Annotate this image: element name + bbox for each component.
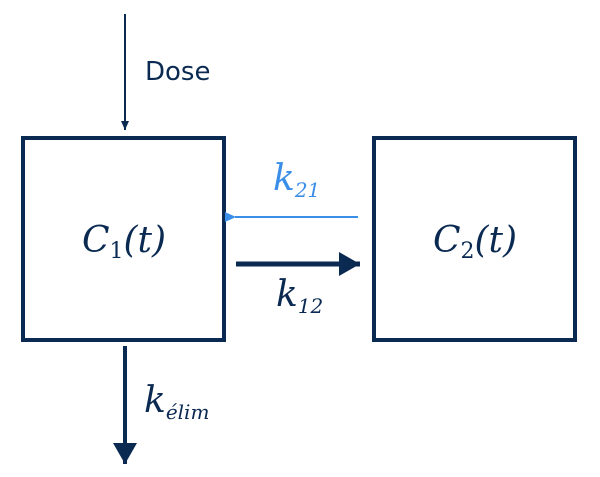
k21-symbol: k: [273, 158, 295, 199]
compartment-2-symbol: C: [433, 220, 461, 261]
k12-symbol: k: [276, 274, 298, 315]
compartment-2-box: [372, 136, 577, 342]
k21-subscript: 21: [294, 178, 320, 202]
compartment-1-box: [21, 136, 226, 342]
compartment-2-argument: (t): [474, 220, 517, 261]
dose-label: Dose: [145, 57, 210, 87]
compartment-1-subscript: 1: [109, 239, 123, 264]
k-elim-label: kélim: [144, 380, 209, 424]
compartment-1-symbol: C: [82, 220, 110, 261]
k21-label: k21: [273, 158, 320, 202]
compartment-1-label: C1(t): [82, 220, 166, 264]
k12-subscript: 12: [298, 294, 323, 318]
compartment-2-label: C2(t): [433, 220, 517, 264]
k-elim-symbol: k: [144, 380, 166, 421]
compartment-1-argument: (t): [123, 220, 166, 261]
k12-label: k12: [276, 274, 323, 318]
compartment-2-subscript: 2: [460, 239, 474, 264]
k-elim-subscript: élim: [166, 400, 210, 424]
